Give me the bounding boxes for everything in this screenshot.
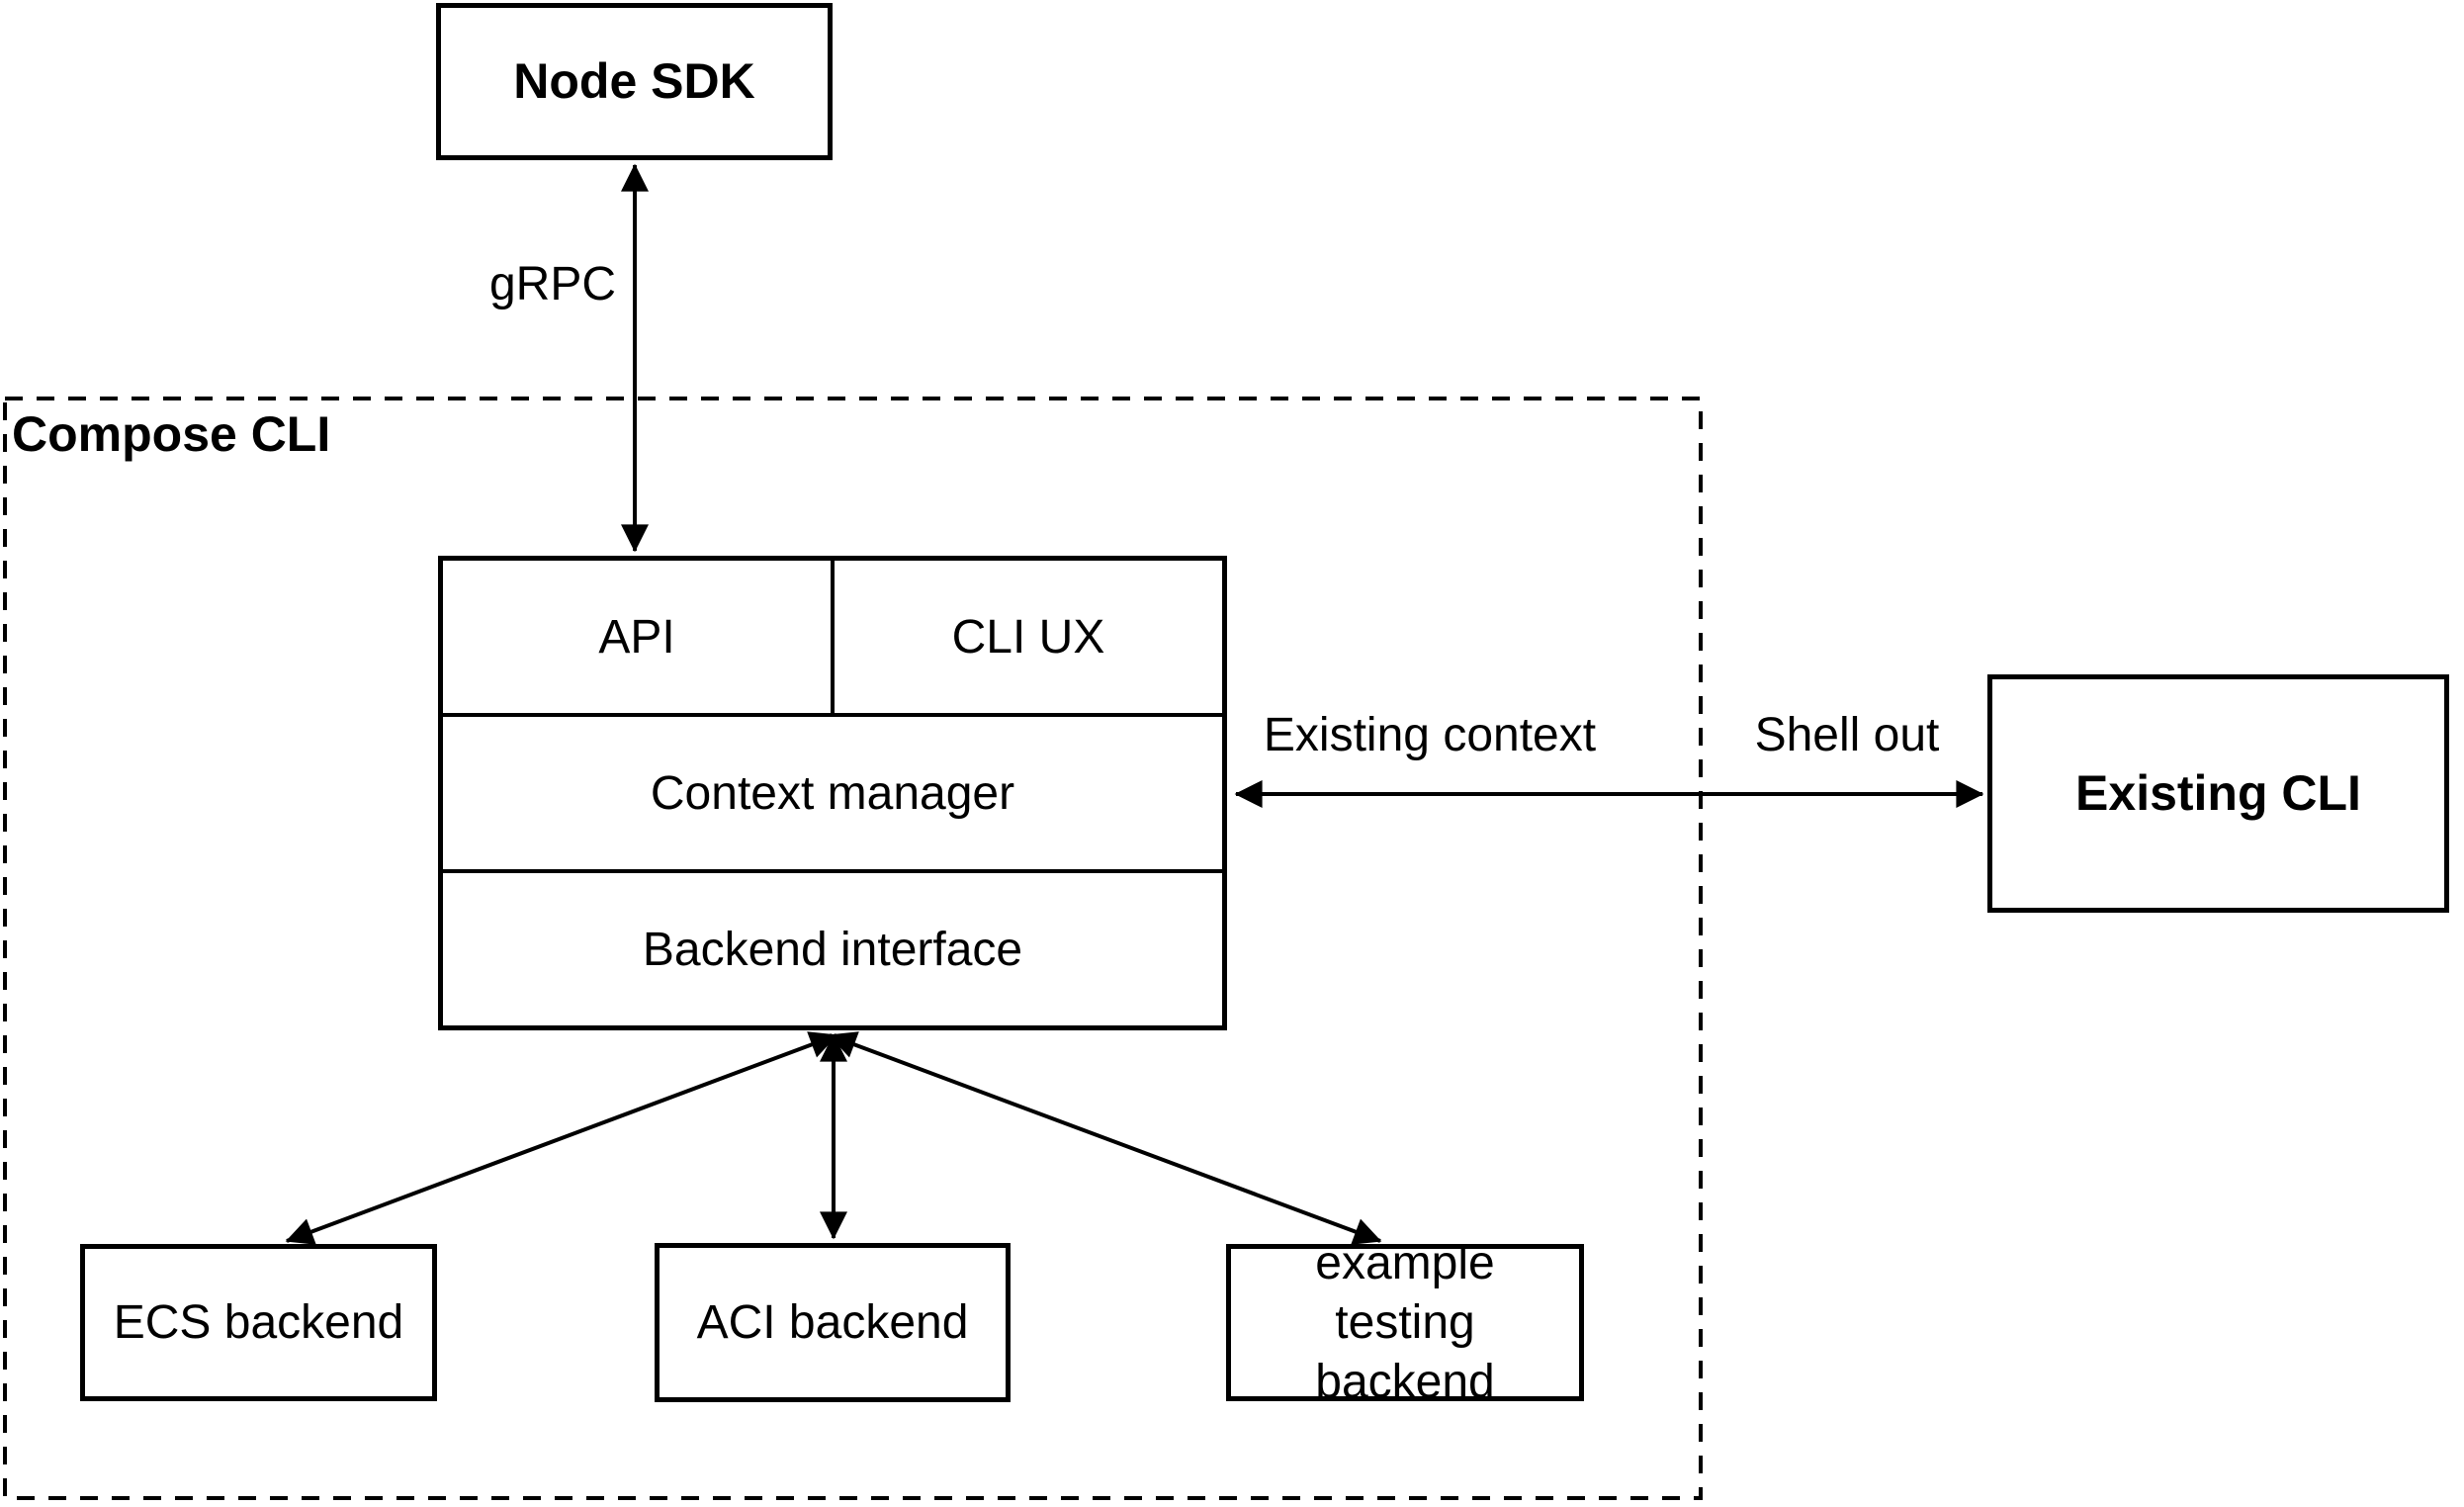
node-sdk-box: Node SDK xyxy=(436,3,833,160)
compose-cli-container-outline xyxy=(3,397,1703,1500)
compose-cli-core-box: API CLI UX Context manager Backend inter… xyxy=(438,556,1227,1030)
backend-interface-box: Backend interface xyxy=(443,873,1222,1025)
ecs-backend-box: ECS backend xyxy=(80,1244,437,1401)
example-testing-backend-box: example testing backend xyxy=(1226,1237,1584,1408)
example-backend-arrow xyxy=(828,1031,1382,1245)
ecs-backend-arrow xyxy=(285,1031,838,1245)
existing-cli-label: Existing CLI xyxy=(2075,765,2361,822)
existing-cli-box: Existing CLI xyxy=(1987,674,2449,913)
node-sdk-label: Node SDK xyxy=(513,53,755,110)
cli-ux-label: CLI UX xyxy=(951,610,1105,664)
example-testing-backend-label: example testing backend xyxy=(1315,1236,1495,1408)
cli-ux-box: CLI UX xyxy=(835,561,1222,713)
ecs-backend-label: ECS backend xyxy=(113,1295,404,1349)
grpc-edge-label: gRPC xyxy=(488,258,617,310)
context-manager-label: Context manager xyxy=(650,766,1015,820)
context-manager-row: Context manager xyxy=(443,717,1222,873)
context-manager-box: Context manager xyxy=(443,717,1222,869)
compose-cli-container-label: Compose CLI xyxy=(12,406,331,462)
backend-interface-row: Backend interface xyxy=(443,873,1222,1025)
api-label: API xyxy=(598,610,675,664)
aci-backend-label: ACI backend xyxy=(696,1295,969,1349)
api-cliux-row: API CLI UX xyxy=(443,561,1222,717)
backend-interface-label: Backend interface xyxy=(642,923,1023,976)
shell-out-edge-label: Shell out xyxy=(1754,709,1940,761)
aci-backend-box: ACI backend xyxy=(655,1243,1011,1402)
api-box: API xyxy=(443,561,835,713)
existing-context-edge-label: Existing context xyxy=(1263,709,1597,761)
